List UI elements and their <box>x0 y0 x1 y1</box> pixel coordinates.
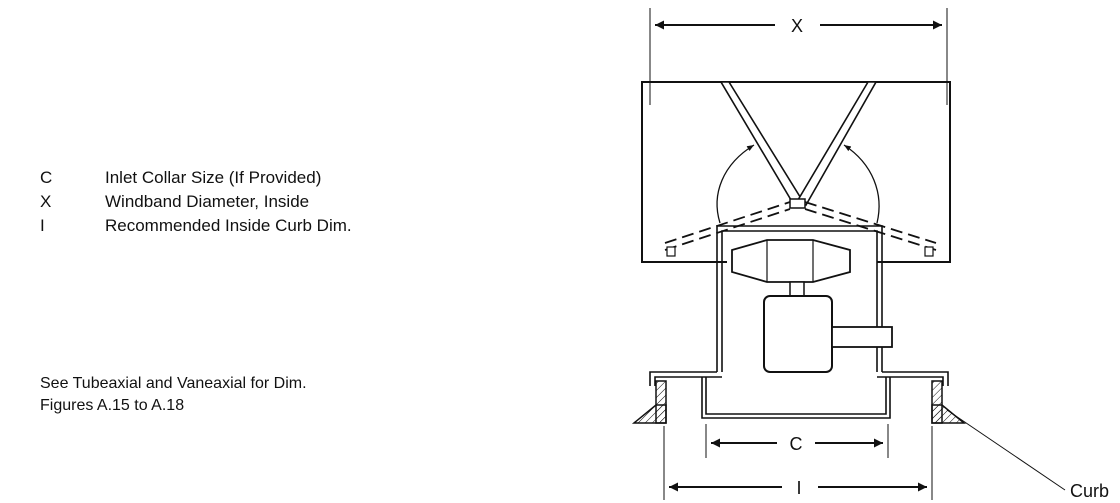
damper-blades-open <box>719 81 878 209</box>
legend-description: Windband Diameter, Inside <box>105 192 310 211</box>
inlet-collar <box>701 377 891 419</box>
motor <box>763 295 833 373</box>
windband <box>641 81 951 263</box>
legend: C Inlet Collar Size (If Provided) X Wind… <box>40 166 500 238</box>
dimension-i-label: I <box>796 478 801 498</box>
note-line: Figures A.15 to A.18 <box>40 397 185 414</box>
fan-wheel <box>731 239 851 283</box>
rotation-arrow-right <box>843 144 880 224</box>
legend-symbol: X <box>40 192 52 211</box>
rotation-arrow-left <box>716 144 755 224</box>
dimension-x: X <box>649 8 948 105</box>
curb-leader-line <box>946 409 1066 491</box>
dimension-c: C <box>705 424 889 458</box>
legend-row-c: C Inlet Collar Size (If Provided) <box>40 166 500 190</box>
dimension-x-label: X <box>791 16 803 36</box>
base-flange <box>649 371 949 386</box>
legend-description: Inlet Collar Size (If Provided) <box>105 168 322 187</box>
dimension-i: I <box>663 426 933 500</box>
damper-stops <box>666 246 934 257</box>
fan-housing <box>716 225 883 372</box>
legend-row-x: X Windband Diameter, Inside <box>40 190 500 214</box>
note-line: See Tubeaxial and Vaneaxial for Dim. <box>40 375 307 392</box>
curb <box>631 380 967 424</box>
legend-row-i: I Recommended Inside Curb Dim. <box>40 214 500 238</box>
dimension-c-label: C <box>790 434 803 454</box>
reference-note: See Tubeaxial and Vaneaxial for Dim. Fig… <box>40 373 307 417</box>
legend-symbol: I <box>40 216 45 235</box>
legend-symbol: C <box>40 168 53 187</box>
curb-label: Curb <box>1070 481 1109 501</box>
legend-description: Recommended Inside Curb Dim. <box>105 216 352 235</box>
shaft <box>789 281 805 297</box>
damper-blades-closed <box>664 201 937 251</box>
junction-box <box>831 326 893 348</box>
